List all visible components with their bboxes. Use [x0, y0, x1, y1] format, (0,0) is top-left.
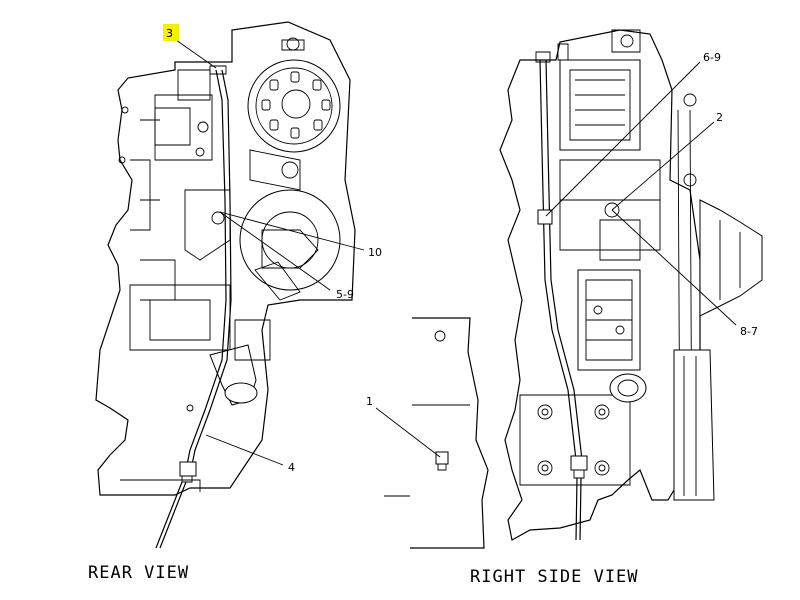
callout-3: 3	[166, 27, 173, 40]
leader-3	[175, 39, 217, 69]
inset-drawing	[384, 317, 489, 549]
callout-10: 10	[368, 246, 382, 259]
rear-view-title: REAR VIEW	[88, 563, 189, 583]
pulley	[239, 189, 341, 301]
callout-4: 4	[288, 461, 295, 474]
leader-5-9	[219, 211, 331, 291]
rear-view-drawing	[95, 21, 356, 549]
leader-2	[611, 121, 715, 211]
callout-6-9: 6-9	[703, 51, 721, 64]
callout-labels: 3 10 5-9 4 6-9 2 8-7 1	[163, 24, 758, 474]
right-side-view-drawing	[499, 29, 763, 541]
callout-5-9: 5-9	[336, 288, 354, 301]
callout-1: 1	[366, 395, 373, 408]
callout-2: 2	[716, 111, 723, 124]
leader-10	[219, 211, 365, 251]
leader-6-9	[545, 61, 701, 217]
leader-8-7	[611, 209, 737, 326]
leader-lines	[175, 39, 737, 466]
leader-1	[375, 407, 441, 458]
right-side-view-title: RIGHT SIDE VIEW	[470, 567, 639, 587]
leader-4	[205, 434, 284, 466]
alternator	[247, 37, 341, 153]
callout-8-7: 8-7	[740, 325, 758, 338]
callout-3-highlight	[163, 24, 179, 41]
